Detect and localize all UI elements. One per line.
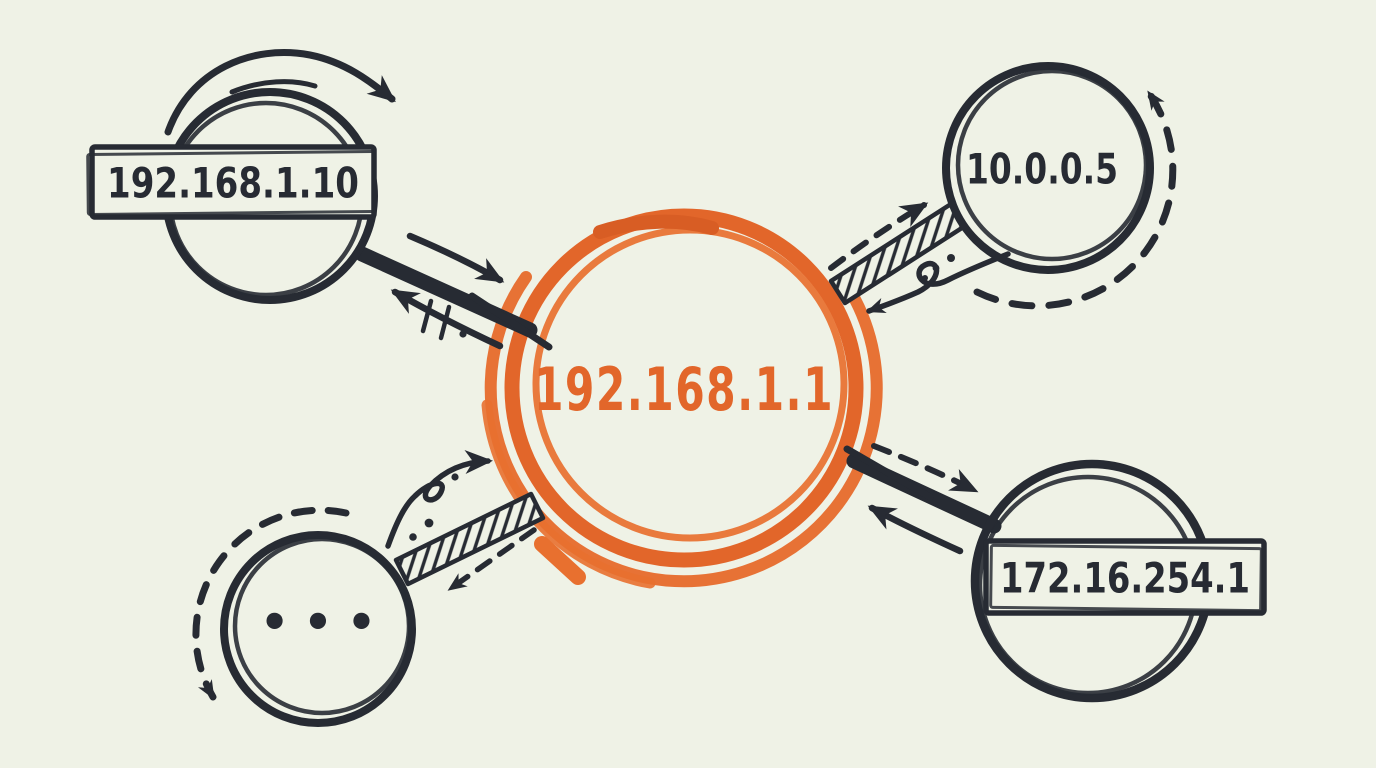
center-router-node xyxy=(481,208,883,589)
dashed-circular-arrow-icon xyxy=(973,89,1177,310)
center-circle-brush-dab-top xyxy=(593,214,719,239)
dashed-arrow-to-node-icon xyxy=(828,202,929,271)
ink-dot xyxy=(947,254,955,262)
ellipsis-label: ••• xyxy=(260,595,390,649)
device-node-bottom-left: ••• xyxy=(192,506,416,727)
arrow-to-center-icon xyxy=(867,504,964,555)
ink-dot xyxy=(922,275,928,281)
dashed-circular-arrow-icon xyxy=(192,506,350,701)
tick-mark xyxy=(438,304,452,341)
center-circle-brush-dab-bottom xyxy=(534,536,586,585)
ip-label: 192.168.1.10 xyxy=(107,159,359,208)
center-ip-label: 192.168.1.1 xyxy=(534,355,834,425)
ink-dot xyxy=(424,518,434,528)
ip-label-box-echo xyxy=(86,150,376,216)
node-circle-echo xyxy=(232,536,412,716)
circular-arrow-echo xyxy=(229,79,318,95)
ip-label-box-echo xyxy=(989,543,1263,613)
ip-label: 172.16.254.1 xyxy=(1000,554,1250,603)
ink-dot xyxy=(451,473,459,481)
ink-dot xyxy=(932,264,940,272)
node-circle-echo xyxy=(955,68,1149,262)
curly-arrow-to-center-icon xyxy=(866,251,1011,314)
center-circle-outer-brush-top xyxy=(484,271,883,588)
ink-dot xyxy=(409,533,417,541)
node-circle xyxy=(942,62,1154,274)
connector-top-left xyxy=(354,232,553,351)
ink-dot xyxy=(459,330,467,338)
connector-bottom-left xyxy=(385,450,546,592)
arrow-to-center-icon xyxy=(406,232,505,284)
connection-band-split xyxy=(843,445,934,501)
ip-label-box xyxy=(983,538,1267,616)
device-node-top-left: 192.168.1.10 xyxy=(86,49,396,304)
circular-arrow-icon xyxy=(164,49,396,136)
device-node-top-right: 10.0.0.5 xyxy=(942,62,1177,310)
node-circle xyxy=(220,531,416,727)
dashed-arrow-to-node-icon xyxy=(871,443,979,493)
dashed-arrow-to-node-icon xyxy=(447,527,537,592)
curly-arrow-to-center-icon xyxy=(385,450,493,549)
tick-mark xyxy=(420,298,434,334)
device-node-bottom-right: 172.16.254.1 xyxy=(970,459,1267,703)
connection-band-split xyxy=(468,292,553,351)
connector-bottom-right xyxy=(843,443,1002,555)
ip-label: 10.0.0.5 xyxy=(966,145,1118,194)
hatched-connection-band xyxy=(393,491,546,587)
